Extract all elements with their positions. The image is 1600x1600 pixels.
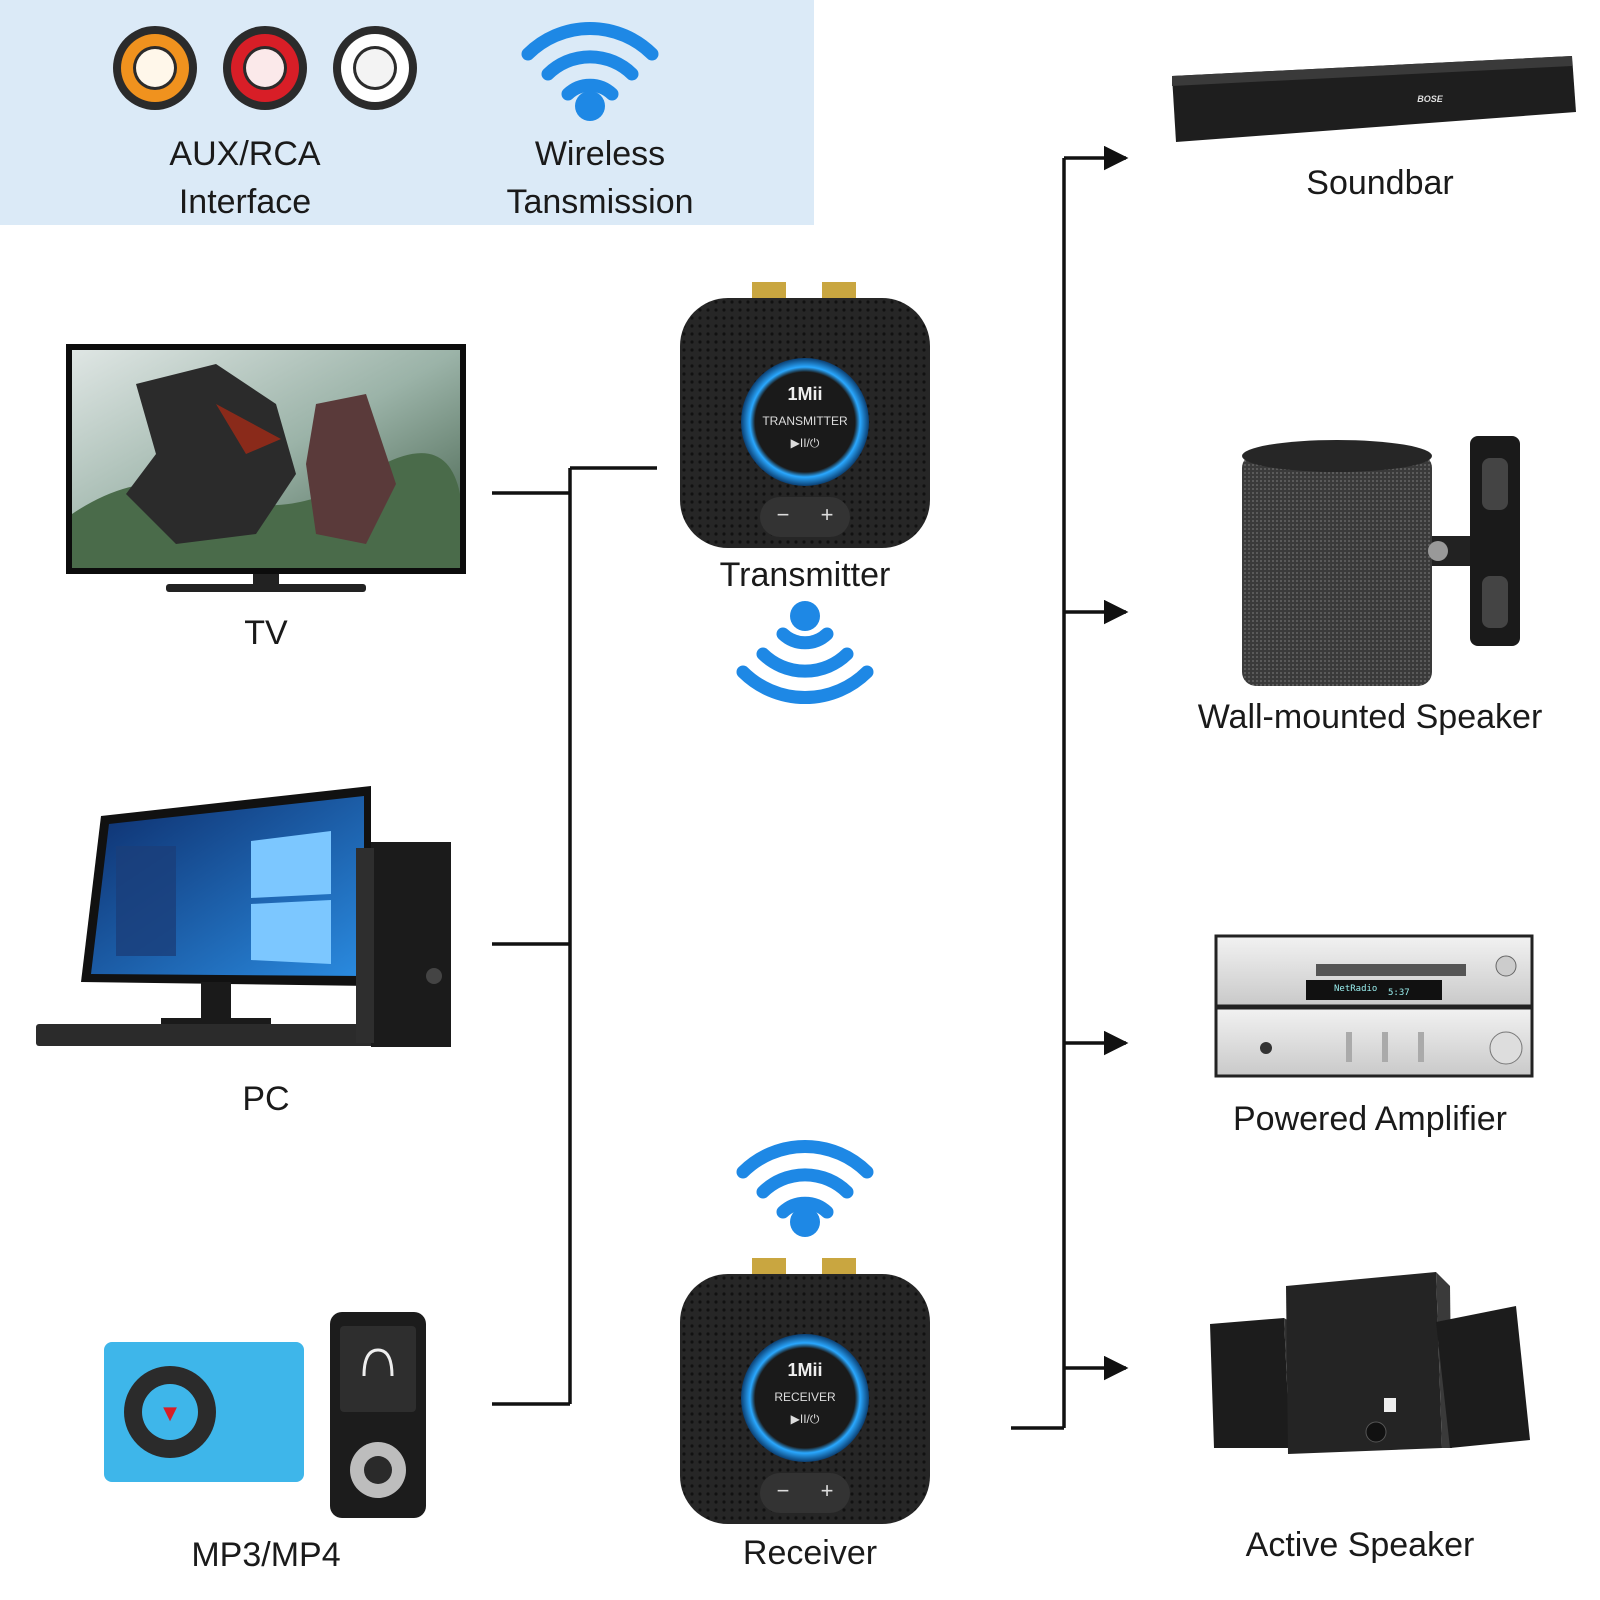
amp-display-text: NetRadio <box>1334 984 1378 994</box>
transmitter-brand: 1Mii <box>787 384 823 404</box>
amp-display-time: 5:37 <box>1388 988 1410 998</box>
volume-plus-button: + <box>820 502 834 527</box>
wall-mounted-speaker-label: Wall-mounted Speaker <box>1197 698 1543 736</box>
rca-white-jack-icon <box>333 26 417 110</box>
rca-orange-jack-icon <box>113 26 197 110</box>
rca-red-jack-icon <box>223 26 307 110</box>
receiver-label: Receiver <box>742 1534 878 1572</box>
volume-minus-button: − <box>776 1478 790 1503</box>
tv-label: TV <box>244 614 288 652</box>
active-speaker-image <box>1210 1272 1530 1454</box>
transmitter-face-label: TRANSMITTER <box>762 414 848 428</box>
wifi-icon <box>521 21 659 121</box>
soundbar-label: Soundbar <box>1306 164 1454 202</box>
transmitter-label: Transmitter <box>719 556 891 594</box>
play-pause-power-icon: ▶II/⏻ <box>790 436 820 450</box>
transmitter-device: 1Mii TRANSMITTER ▶II/⏻ − + <box>680 282 930 550</box>
aux-rca-label: AUX/RCA Interface <box>169 135 321 221</box>
pc-label: PC <box>242 1080 290 1118</box>
mp3-mp4-label: MP3/MP4 <box>191 1536 341 1574</box>
powered-amplifier-label: Powered Amplifier <box>1232 1100 1507 1138</box>
soundbar-image: BOSE <box>1172 56 1576 146</box>
tv-image <box>66 344 466 592</box>
play-pause-power-icon: ▶II/⏻ <box>790 1412 820 1426</box>
soundbar-brand: BOSE <box>1417 94 1443 104</box>
receiver-brand: 1Mii <box>787 1360 823 1380</box>
volume-plus-button: + <box>820 1478 834 1503</box>
svg-text:▼: ▼ <box>163 1403 177 1424</box>
rca-jacks-icon <box>113 26 417 110</box>
active-speaker-label: Active Speaker <box>1245 1526 1475 1564</box>
mp3-players-image: ▼ <box>104 1312 426 1518</box>
transmitter-signal-icon <box>736 601 874 705</box>
volume-minus-button: − <box>776 502 790 527</box>
pc-image <box>36 786 451 1047</box>
wireless-transmission-label: Wireless Tansmission <box>506 135 694 221</box>
receiver-body <box>680 1258 930 1524</box>
wall-speaker-image <box>1242 436 1520 686</box>
receiver-face-label: RECEIVER <box>774 1390 836 1404</box>
receiver-device: 1Mii RECEIVER ▶II/⏻ − + <box>680 1258 930 1526</box>
receiver-signal-icon <box>736 1139 874 1237</box>
transmitter-body <box>680 282 930 548</box>
amplifier-image: NetRadio 5:37 <box>1214 934 1534 1078</box>
